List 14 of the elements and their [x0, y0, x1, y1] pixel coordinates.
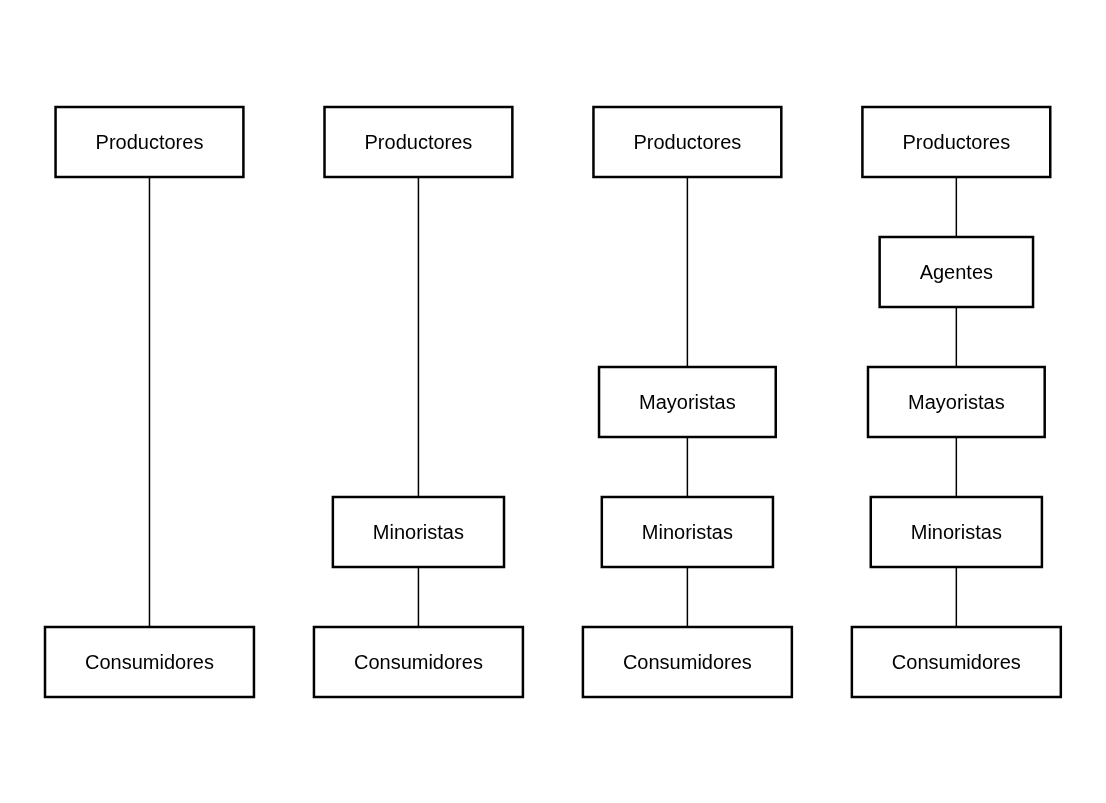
node-box: Agentes	[878, 235, 1035, 308]
node-box: Minoristas	[869, 495, 1044, 568]
node-box: Productores	[323, 105, 514, 178]
node-box: Mayoristas	[866, 365, 1047, 438]
node-box: Consumidores	[43, 625, 256, 698]
node-box: Productores	[861, 105, 1052, 178]
node-box: Consumidores	[850, 625, 1063, 698]
node-box: Mayoristas	[597, 365, 778, 438]
node-box: Productores	[592, 105, 783, 178]
node-box: Consumidores	[312, 625, 525, 698]
node-box: Productores	[54, 105, 245, 178]
node-box: Consumidores	[581, 625, 794, 698]
node-box: Minoristas	[331, 495, 506, 568]
node-box: Minoristas	[600, 495, 775, 568]
